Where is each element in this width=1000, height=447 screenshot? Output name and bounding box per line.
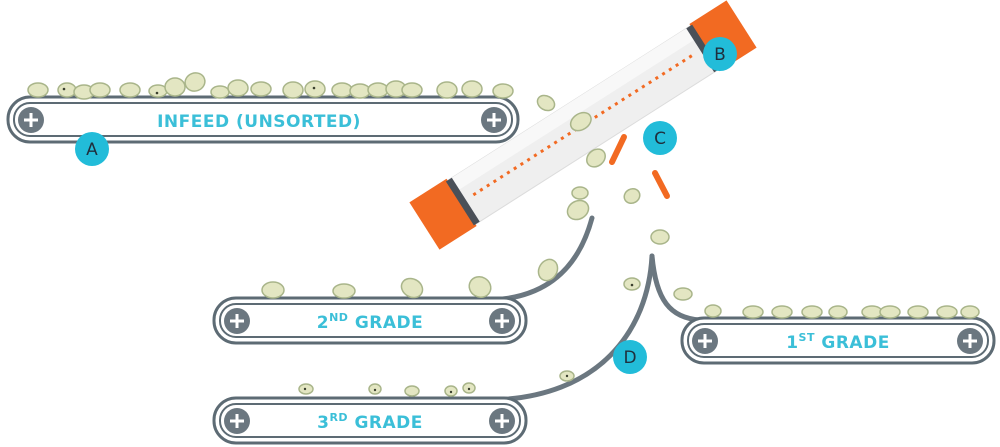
svg-text:A: A [86,140,98,160]
bean [331,82,353,98]
second-grade-belt: 2ND GRADE [212,296,528,345]
bean-defect-spots [62,86,634,394]
bean [650,229,670,245]
bean [960,305,980,319]
second-grade-label: 2ND GRADE [317,311,424,333]
bean [164,77,186,97]
beans [27,72,980,397]
bean [27,82,49,98]
roller-icon [489,408,515,434]
bean [536,94,556,112]
bean [742,305,764,319]
marker-b: B [703,37,737,71]
bean [569,111,592,132]
marker-c: C [643,121,677,155]
lower-chute-left [487,253,655,403]
bean [468,275,492,299]
bean [566,199,590,221]
bean [367,82,389,98]
svg-text:B: B [714,45,726,65]
bean [907,305,929,319]
roller-icon [692,328,718,354]
bean [861,305,883,319]
bean [461,80,483,98]
bean [282,81,304,99]
infeed-belt-label: INFEED (UNSORTED) [157,112,361,132]
bean [704,304,722,318]
bean [400,277,424,299]
sorter-end-cap [409,178,477,250]
roller-icon [489,308,515,334]
bean [349,83,371,99]
svg-text:C: C [654,129,666,149]
bean [404,385,420,397]
svg-text:D: D [623,348,636,368]
roller-icon [481,107,507,133]
optical-sorter [409,0,757,250]
bean [184,72,206,92]
bean [586,148,606,168]
sorter-end-cap [689,0,757,72]
first-grade-label: 1ST GRADE [786,331,890,353]
bean [801,305,823,319]
marker-d: D [613,340,647,374]
infeed-belt: INFEED (UNSORTED) [6,95,520,144]
bean [57,82,77,98]
bean [771,305,793,319]
bean [936,305,958,319]
lower-chute-right [649,253,703,323]
bean [828,305,848,319]
bean [227,79,249,97]
third-grade-belt: 3RD GRADE [212,396,528,445]
air-jet [652,170,670,199]
marker-a: A [75,132,109,166]
bean [673,287,693,301]
roller-icon [224,308,250,334]
bean [89,82,111,98]
air-jet [609,134,627,165]
bean [304,80,326,98]
bean [436,81,458,99]
bean [492,83,514,99]
roller-icon [224,408,250,434]
first-grade-belt: 1ST GRADE [680,316,996,365]
roller-icon [18,107,44,133]
bean [401,82,423,98]
bean [210,85,230,99]
bean [623,187,641,205]
bean [332,283,356,299]
bean [250,81,272,97]
bean [571,186,589,200]
third-grade-label: 3RD GRADE [317,411,423,433]
bean [261,281,285,299]
bean [119,82,141,98]
bean [537,258,559,282]
upper-chute [487,215,595,303]
roller-icon [957,328,983,354]
bean [879,305,901,319]
